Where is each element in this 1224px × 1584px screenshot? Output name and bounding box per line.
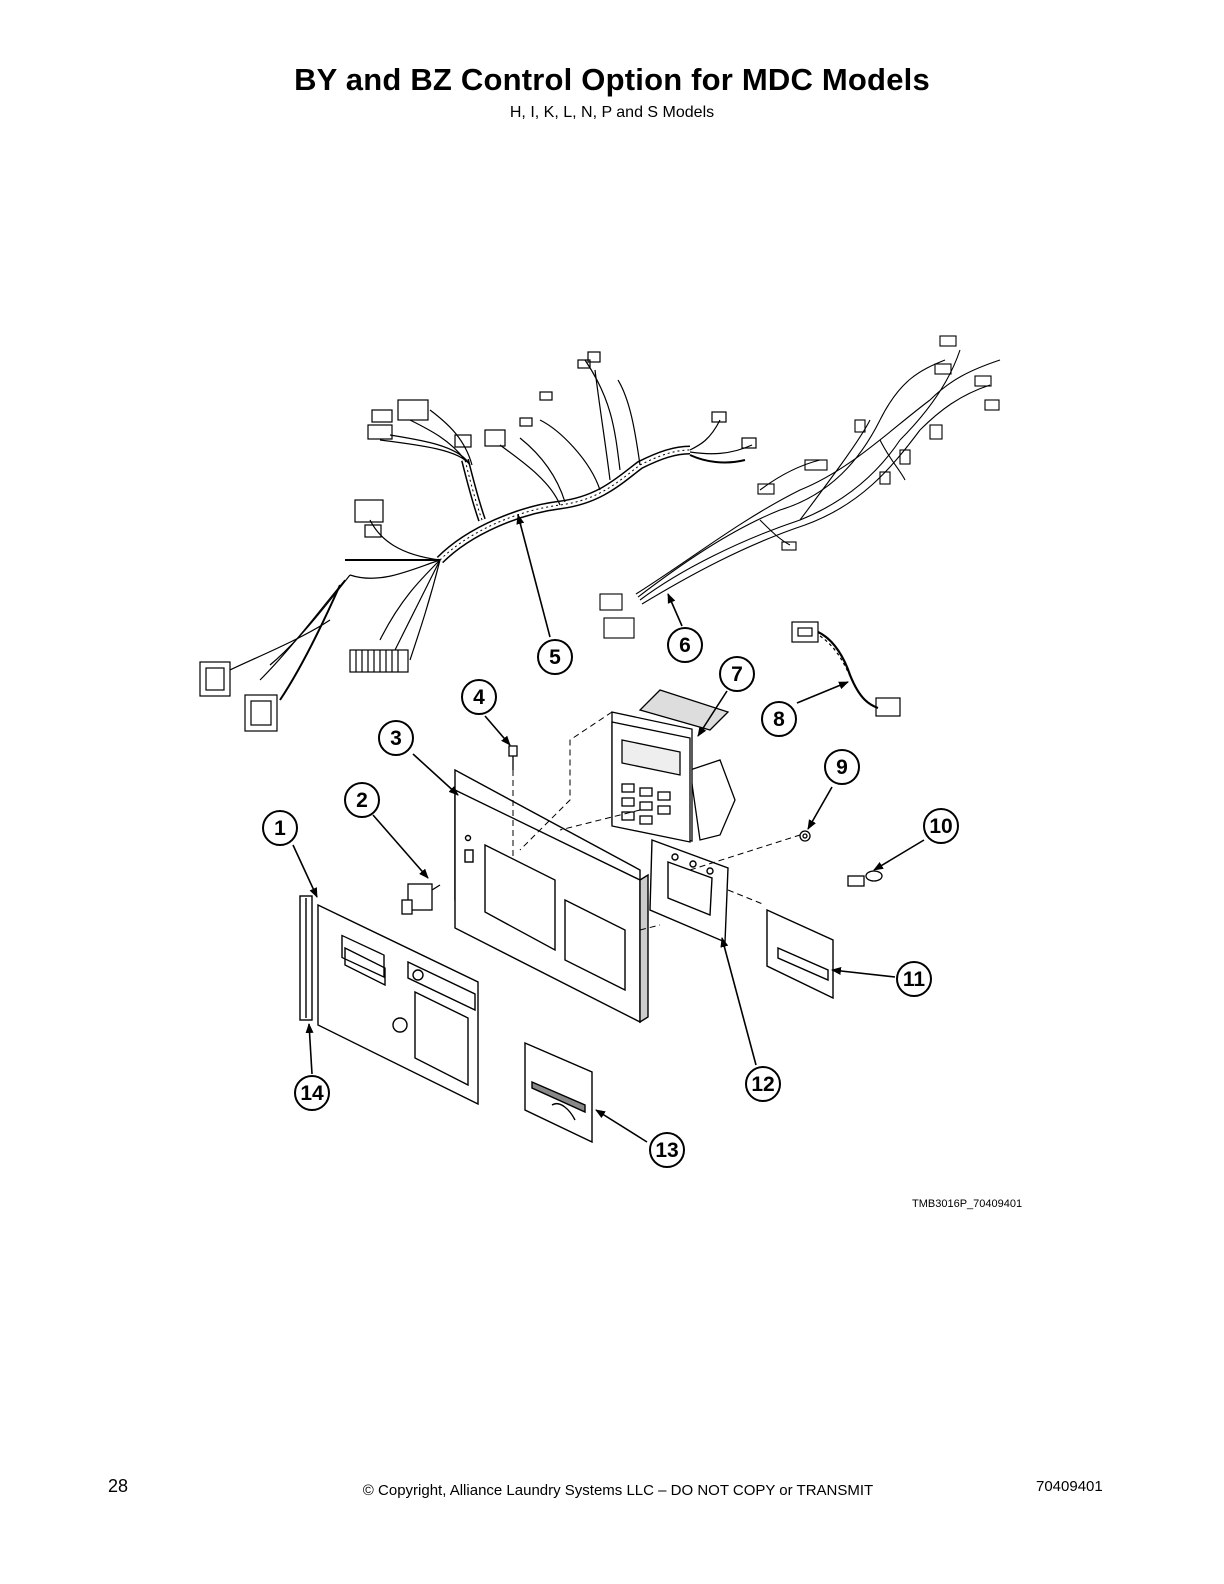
callout-1: 1 <box>262 810 298 846</box>
callout-12: 12 <box>745 1066 781 1102</box>
callout-label: 4 <box>473 686 485 709</box>
wire-harness-5 <box>199 351 757 732</box>
callout-label: 1 <box>274 817 286 840</box>
overlay-panel-14 <box>317 903 479 1106</box>
control-bracket-3 <box>454 768 649 1024</box>
screw-4 <box>508 745 518 770</box>
callout-label: 6 <box>679 634 691 657</box>
callout-label: 14 <box>300 1082 324 1105</box>
page-subtitle: H, I, K, L, N, P and S Models <box>509 104 715 121</box>
callout-label: 5 <box>549 646 561 669</box>
callout-3: 3 <box>378 720 414 756</box>
callout-7: 7 <box>719 656 755 692</box>
callout-label: 10 <box>929 815 952 838</box>
callout-10: 10 <box>923 808 959 844</box>
callout-14: 14 <box>294 1075 330 1111</box>
card-plate-13 <box>524 1041 593 1144</box>
callout-label: 11 <box>903 968 926 991</box>
bracket-11 <box>766 908 834 1000</box>
document-number: 70409401 <box>1036 1478 1103 1495</box>
light-pipe-1 <box>299 895 313 1021</box>
callout-9: 9 <box>824 749 860 785</box>
switch-2 <box>401 883 441 915</box>
jumper-10 <box>847 870 883 887</box>
callout-11: 11 <box>896 961 932 997</box>
nut-9 <box>799 830 811 842</box>
callout-6: 6 <box>667 627 703 663</box>
callout-label: 2 <box>356 789 368 812</box>
callout-label: 3 <box>390 727 402 750</box>
page-number: 28 <box>108 1476 129 1496</box>
callout-label: 8 <box>773 708 785 731</box>
mounting-plate-12 <box>649 839 729 944</box>
wire-harness-6 <box>599 335 1001 639</box>
callout-2: 2 <box>344 782 380 818</box>
callout-8: 8 <box>761 701 797 737</box>
callout-4: 4 <box>461 679 497 715</box>
callout-label: 13 <box>655 1139 678 1162</box>
callout-label: 7 <box>731 663 743 686</box>
callout-leaders <box>292 514 925 1143</box>
callout-13: 13 <box>649 1132 685 1168</box>
callout-label: 9 <box>836 756 848 779</box>
page-title: BY and BZ Control Option for MDC Models <box>294 62 930 97</box>
figure-code: TMB3016P_70409401 <box>912 1198 1023 1210</box>
callout-5: 5 <box>537 639 573 675</box>
alignment-lines <box>512 711 801 931</box>
callout-label: 12 <box>751 1073 774 1096</box>
copyright-notice: © Copyright, Alliance Laundry Systems LL… <box>362 1482 874 1499</box>
wire-lead-8 <box>791 621 901 717</box>
control-module-7 <box>611 689 736 843</box>
